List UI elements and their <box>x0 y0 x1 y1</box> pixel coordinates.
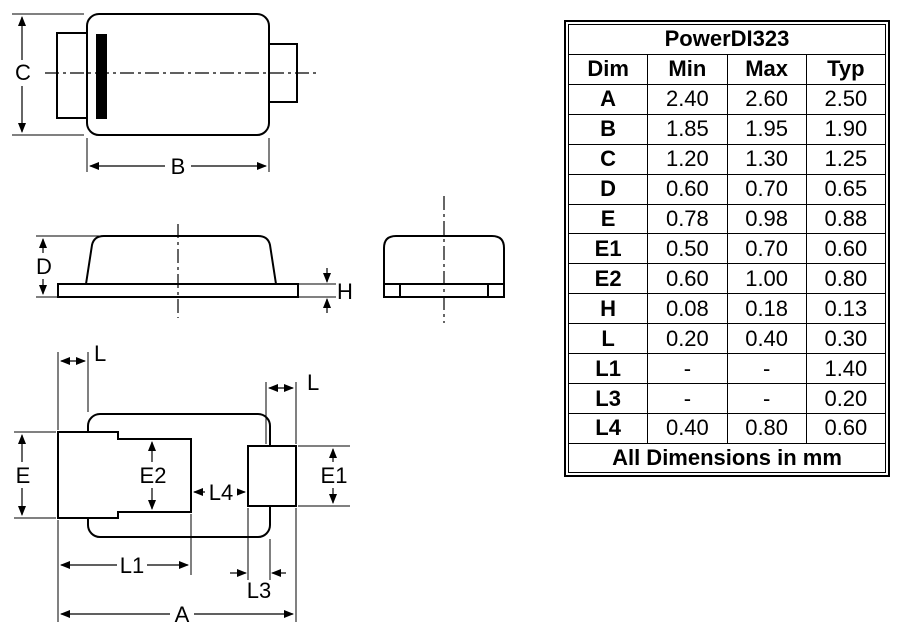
table-cell-value: 0.40 <box>726 323 807 355</box>
table-cell-value: - <box>726 353 807 385</box>
table-cell-value: 0.98 <box>726 203 807 235</box>
top-view-body <box>86 13 270 136</box>
header-typ: Typ <box>805 53 887 85</box>
table-cell-dim: A <box>567 83 649 115</box>
label-h: H <box>337 279 353 304</box>
table-cell-value: 0.08 <box>647 293 728 325</box>
bottom-view-cathode-pad <box>57 431 192 519</box>
header-dim: Dim <box>567 53 649 85</box>
top-view <box>12 13 320 172</box>
table-cell-value: 0.30 <box>805 323 887 355</box>
table-footer-row: All Dimensions in mm <box>568 443 886 473</box>
table-cell-dim: E <box>567 203 649 235</box>
label-c: C <box>15 60 31 85</box>
table-cell-value: 0.65 <box>805 173 887 205</box>
table-cell-value: 0.13 <box>805 293 887 325</box>
table-cell-value: 0.80 <box>726 412 807 445</box>
side-view-body <box>84 235 278 285</box>
label-e: E <box>16 463 31 488</box>
header-max: Max <box>726 53 807 85</box>
top-view-left-lead <box>56 32 92 119</box>
label-l3: L3 <box>247 578 271 603</box>
table-cell-value: 1.30 <box>726 143 807 175</box>
table-cell-value: 1.95 <box>726 113 807 145</box>
table-cell-dim: E1 <box>567 233 649 265</box>
table-footer: All Dimensions in mm <box>568 443 886 473</box>
table-cell-dim: L4 <box>567 412 649 445</box>
table-cell-dim: L3 <box>567 383 649 414</box>
table-cell-dim: D <box>567 173 649 205</box>
table-cell-value: 0.78 <box>647 203 728 235</box>
bottom-view-anode-pad <box>247 445 297 507</box>
table-cell-value: 0.60 <box>647 263 728 295</box>
table-cell-value: - <box>647 353 728 385</box>
table-cell-value: 1.00 <box>726 263 807 295</box>
label-l1: L1 <box>120 553 144 578</box>
label-l4: L4 <box>209 480 233 505</box>
label-d: D <box>36 254 52 279</box>
table-cell-value: 0.40 <box>647 412 728 445</box>
table-cell-value: 1.90 <box>805 113 887 145</box>
table-cell-value: 0.60 <box>805 412 887 445</box>
table-cell-dim: B <box>567 113 649 145</box>
table-cell-dim: L1 <box>567 353 649 385</box>
table-cell-dim: H <box>567 293 649 325</box>
table-cell-value: 2.50 <box>805 83 887 115</box>
table-header-row: Dim Min Max Typ <box>567 53 887 85</box>
label-l-left: L <box>94 341 106 366</box>
table-row: L1--1.40 <box>567 353 887 385</box>
table-cell-value: 1.40 <box>805 353 887 385</box>
table-cell-value: 2.60 <box>726 83 807 115</box>
table-cell-value: 0.80 <box>805 263 887 295</box>
table-title-row: PowerDI323 <box>568 24 886 55</box>
table-cell-value: 0.70 <box>726 173 807 205</box>
table-cell-value: 1.85 <box>647 113 728 145</box>
table-cell-dim: L <box>567 323 649 355</box>
label-e1: E1 <box>321 463 348 488</box>
table-title: PowerDI323 <box>568 24 886 55</box>
table-cell-value: 0.50 <box>647 233 728 265</box>
label-e2: E2 <box>140 463 167 488</box>
table-cell-value: 0.70 <box>726 233 807 265</box>
cathode-band <box>96 34 107 119</box>
label-a: A <box>175 602 190 627</box>
table-cell-dim: E2 <box>567 263 649 295</box>
label-b: B <box>171 154 186 179</box>
table-cell-value: 0.60 <box>805 233 887 265</box>
label-l-right: L <box>307 370 319 395</box>
table-cell-value: 2.40 <box>647 83 728 115</box>
table-cell-value: 0.18 <box>726 293 807 325</box>
table-cell-value: 0.60 <box>647 173 728 205</box>
table-cell-value: 0.20 <box>805 383 887 414</box>
table-cell-value: 0.20 <box>647 323 728 355</box>
table-cell-value: - <box>726 383 807 414</box>
table-cell-value: 0.88 <box>805 203 887 235</box>
table-cell-dim: C <box>567 143 649 175</box>
end-view <box>383 196 505 323</box>
header-min: Min <box>647 53 728 85</box>
bottom-view <box>14 352 350 622</box>
table-cell-value: 1.25 <box>805 143 887 175</box>
table-cell-value: - <box>647 383 728 414</box>
table-row: L3--0.20 <box>567 383 887 414</box>
table-cell-value: 1.20 <box>647 143 728 175</box>
side-view <box>36 224 336 318</box>
